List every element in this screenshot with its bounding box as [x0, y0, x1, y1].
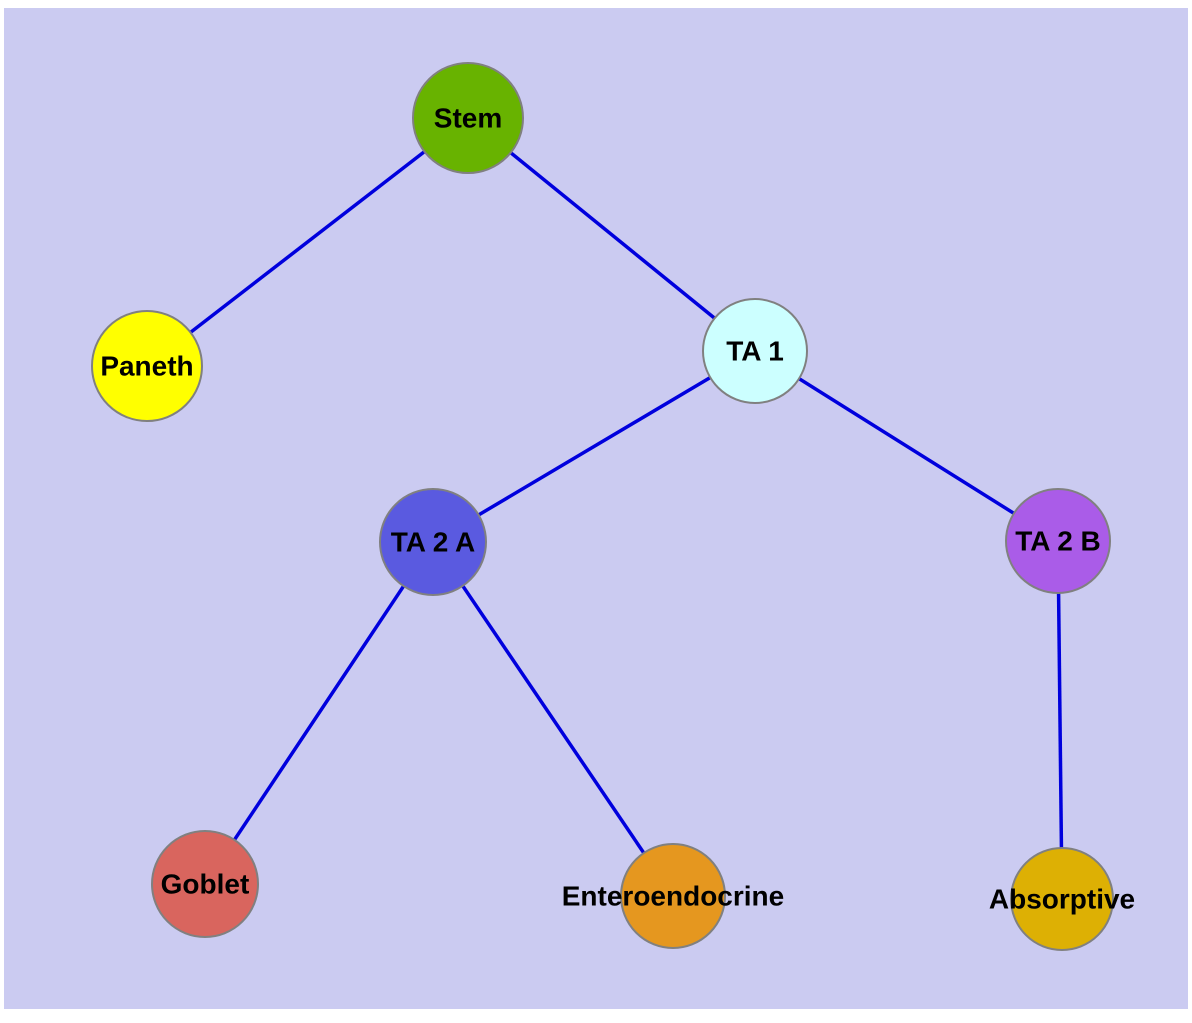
- edge-ta2a-enteroendocrine: [431, 541, 675, 897]
- edge-stem-paneth: [145, 116, 470, 368]
- node-absorptive: [1010, 847, 1114, 951]
- node-group-ta2a: TA 2 A: [379, 488, 487, 596]
- node-ta2b: [1005, 488, 1111, 594]
- edge-ta1-ta2a: [432, 349, 756, 544]
- node-group-ta2b: TA 2 B: [1005, 488, 1111, 594]
- node-ta1: [702, 298, 808, 404]
- node-goblet: [151, 830, 259, 938]
- edge-ta2b-absorptive: [1056, 540, 1064, 900]
- node-group-goblet: Goblet: [151, 830, 259, 938]
- node-paneth: [91, 310, 203, 422]
- edge-ta1-ta2b: [754, 349, 1059, 543]
- node-stem: [412, 62, 524, 174]
- node-ta2a: [379, 488, 487, 596]
- edge-ta2a-goblet: [203, 541, 435, 885]
- node-group-paneth: Paneth: [91, 310, 203, 422]
- node-group-stem: Stem: [412, 62, 524, 174]
- node-group-ta1: TA 1: [702, 298, 808, 404]
- node-enteroendocrine: [620, 843, 726, 949]
- edge-stem-ta1: [466, 116, 757, 353]
